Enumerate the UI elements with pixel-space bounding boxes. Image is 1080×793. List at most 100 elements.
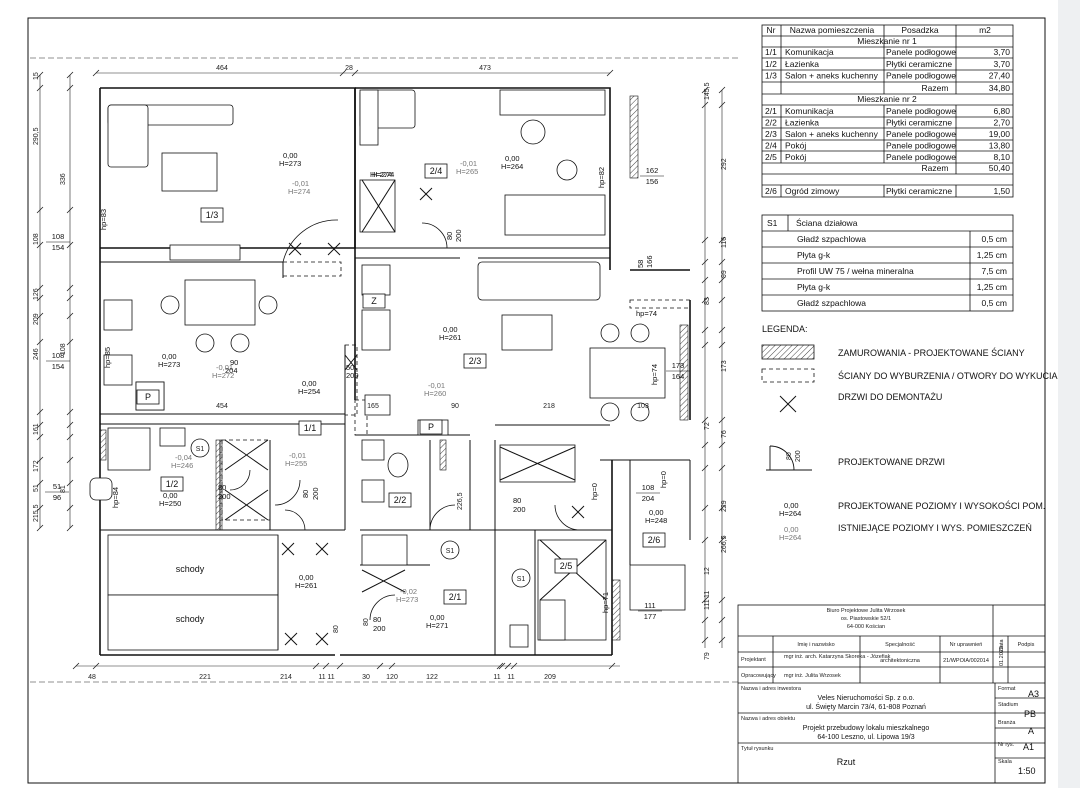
level-height: H=274 <box>370 170 392 179</box>
dim-bottom: 11 <box>507 674 514 681</box>
rt-cell-floor: Panele podłogowe <box>886 47 956 57</box>
dim-tick <box>336 662 344 670</box>
rt-extra-name: Ogród zimowy <box>785 186 840 196</box>
dim-tick <box>36 408 44 416</box>
dim-left: 290,5 <box>33 127 40 145</box>
window-width: 51 <box>53 482 61 491</box>
rt-section-title: Mieszkanie nr 2 <box>857 94 917 104</box>
dim-tick <box>66 312 74 320</box>
door-height: 204 <box>225 366 238 375</box>
door-width: 80 <box>373 615 381 624</box>
dim-right: 83 <box>704 297 711 305</box>
dim-tick <box>66 504 74 512</box>
window-width: 162 <box>646 166 659 175</box>
dim-tick <box>718 86 726 94</box>
dim-right: 292 <box>721 158 728 170</box>
rt-cell-m2: 6,80 <box>993 106 1010 116</box>
x-mark <box>344 354 358 371</box>
level-height: H=264 <box>501 162 523 171</box>
tb-header-sign: Podpis <box>1018 642 1035 648</box>
room-tag-p1: P <box>145 392 151 402</box>
dim-tick <box>718 504 726 512</box>
door-width: 90 <box>230 358 238 367</box>
demolish-marks <box>224 179 607 646</box>
room-tag-r11: 1/1 <box>304 423 317 433</box>
door-height: 200 <box>218 492 231 501</box>
dim-tick <box>718 326 726 334</box>
window-height: 154 <box>52 362 65 371</box>
dim-tick <box>701 441 709 449</box>
rt-total-label: Razem <box>922 83 949 93</box>
room-tag-box <box>424 163 448 179</box>
room-tag-r24: 2/4 <box>430 166 443 176</box>
dim-tick <box>36 338 44 346</box>
rt-extra-m2: 1,50 <box>993 186 1010 196</box>
window-height: 156 <box>646 177 659 186</box>
dim-inner: 90 <box>451 403 459 410</box>
dim-right: 145,5 <box>704 82 711 100</box>
dim-tick <box>701 536 709 544</box>
dim-misc: 50 <box>346 363 354 372</box>
dim-tick <box>701 86 709 94</box>
tb-role-2: Opracowujący <box>741 673 776 679</box>
rt-cell-name: Łazienka <box>785 59 819 69</box>
level-value: -0,01 <box>428 381 445 390</box>
hp-label: hp=0 <box>659 471 668 488</box>
level-value: 0,00 <box>163 491 178 500</box>
rt-extra-nr: 2/6 <box>765 186 777 196</box>
rt-total-value: 34,80 <box>989 83 1011 93</box>
rt-cell-name: Pokój <box>785 152 806 162</box>
dim-tick <box>66 294 74 302</box>
dim-tick <box>510 662 518 670</box>
dim-tick <box>718 276 726 284</box>
legend-item-level-new: PROJEKTOWANE POZIOMY I WYSOKOŚCI POM. <box>838 500 1045 511</box>
dim-tick <box>718 596 726 604</box>
dim-tick <box>701 464 709 472</box>
wall-type-circle <box>190 438 210 458</box>
legend-item-dashed: ŚCIANY DO WYBURZENIA / OTWORY DO WYKUCIA <box>838 370 1058 381</box>
dim-tick <box>36 421 44 429</box>
rt-cell-nr: 2/5 <box>765 152 777 162</box>
dim-tick <box>718 258 726 266</box>
dim-tick <box>718 441 726 449</box>
room-tag-r23: 2/3 <box>469 356 482 366</box>
object-label: Nazwa i adres obiektu <box>741 716 795 722</box>
rt-cell-nr: 2/3 <box>765 129 777 139</box>
rt-cell-nr: 1/2 <box>765 59 777 69</box>
tb-nr-1: 21/WPOIA/002014 <box>943 658 989 664</box>
office-line-3: 64-000 Kościan <box>847 624 885 630</box>
room-tag-box <box>642 532 666 548</box>
title-block-frame <box>737 604 1046 784</box>
sheet-value: A1 <box>1023 742 1034 752</box>
wall-type-tag: S1 <box>196 446 205 453</box>
x-mark <box>327 242 341 256</box>
rt-cell-floor: Płytki ceramiczne <box>886 118 952 128</box>
dim-tick <box>701 101 709 109</box>
dim-tick <box>92 662 100 670</box>
level-value: -0,02 <box>400 587 417 596</box>
legend: LEGENDA: ZAMUROWANIA - PROJEKTOWANE ŚCIA… <box>761 324 1058 542</box>
dimension-ticks <box>36 69 726 670</box>
dim-tick <box>718 464 726 472</box>
dim-right: 76 <box>721 430 728 438</box>
hp-label: hp=84 <box>111 487 120 508</box>
door-width: 80 <box>301 490 310 498</box>
door-width: 80 <box>513 496 521 505</box>
dim-tick <box>36 433 44 441</box>
level-value: -0,01 <box>292 179 309 188</box>
x-mark <box>571 505 585 519</box>
dim-bottom: 122 <box>426 674 438 681</box>
window-height: 164 <box>672 372 685 381</box>
tb-name-2: mgr inż. Julita Wrzosek <box>784 673 841 679</box>
title-block-text: Biuro Projektowe Julita Wrzosek os. Pias… <box>741 608 1039 776</box>
level-height: H=273 <box>396 595 418 604</box>
x-mark <box>288 242 302 256</box>
object-line-1: Projekt przebudowy lokalu mieszkalnego <box>803 725 930 732</box>
level-height: H=248 <box>645 516 667 525</box>
legend-door-icon <box>766 445 812 471</box>
legend-door-w: 80 <box>786 452 793 460</box>
dim-tick <box>312 662 320 670</box>
x-mark <box>224 439 269 471</box>
hp-label: hp=85 <box>103 347 112 368</box>
